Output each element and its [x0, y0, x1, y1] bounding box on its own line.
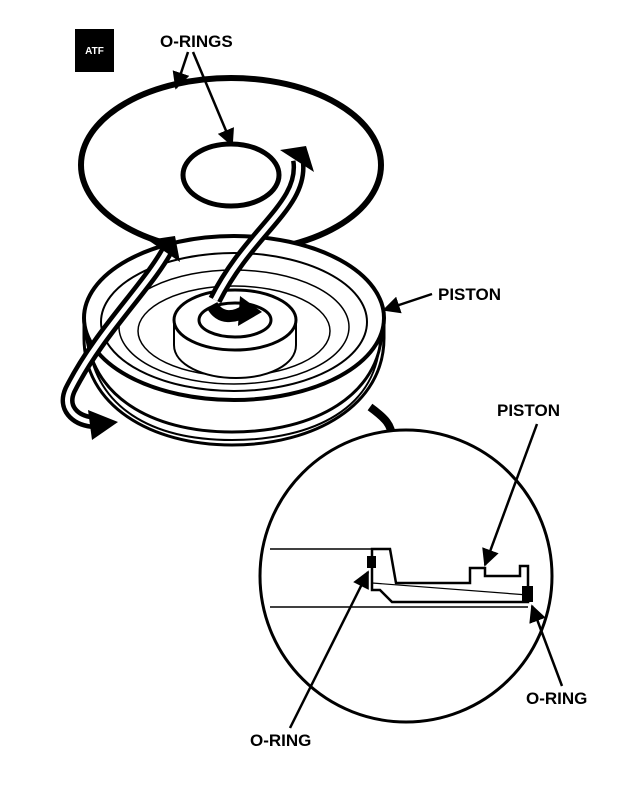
- label-piston-detail: PISTON: [497, 401, 560, 420]
- arrow-o-ring-right: [529, 604, 564, 687]
- o-ring-left-seal: [367, 556, 376, 568]
- arrow-piston-main: [382, 292, 433, 314]
- atf-badge: ATF: [75, 29, 114, 72]
- inner-o-ring: [180, 141, 282, 209]
- arrow-o-ring-left: [288, 570, 370, 729]
- piston-cross-section: [270, 547, 533, 608]
- atf-badge-label: ATF: [85, 46, 104, 57]
- o-ring-right-seal: [522, 586, 533, 602]
- install-arrowhead-inner: [238, 296, 262, 326]
- label-o-rings: O-RINGS: [160, 32, 233, 51]
- label-o-ring-right: O-RING: [526, 689, 587, 708]
- detail-circle: [258, 428, 554, 724]
- arrow-piston-detail: [482, 423, 539, 567]
- install-arrowhead-outer: [88, 410, 118, 440]
- outer-o-ring: [78, 75, 384, 255]
- label-o-ring-left: O-RING: [250, 731, 311, 750]
- atf-badge-box: [75, 29, 114, 72]
- label-piston-main: PISTON: [438, 285, 501, 304]
- arrow-o-rings-inner: [191, 51, 234, 147]
